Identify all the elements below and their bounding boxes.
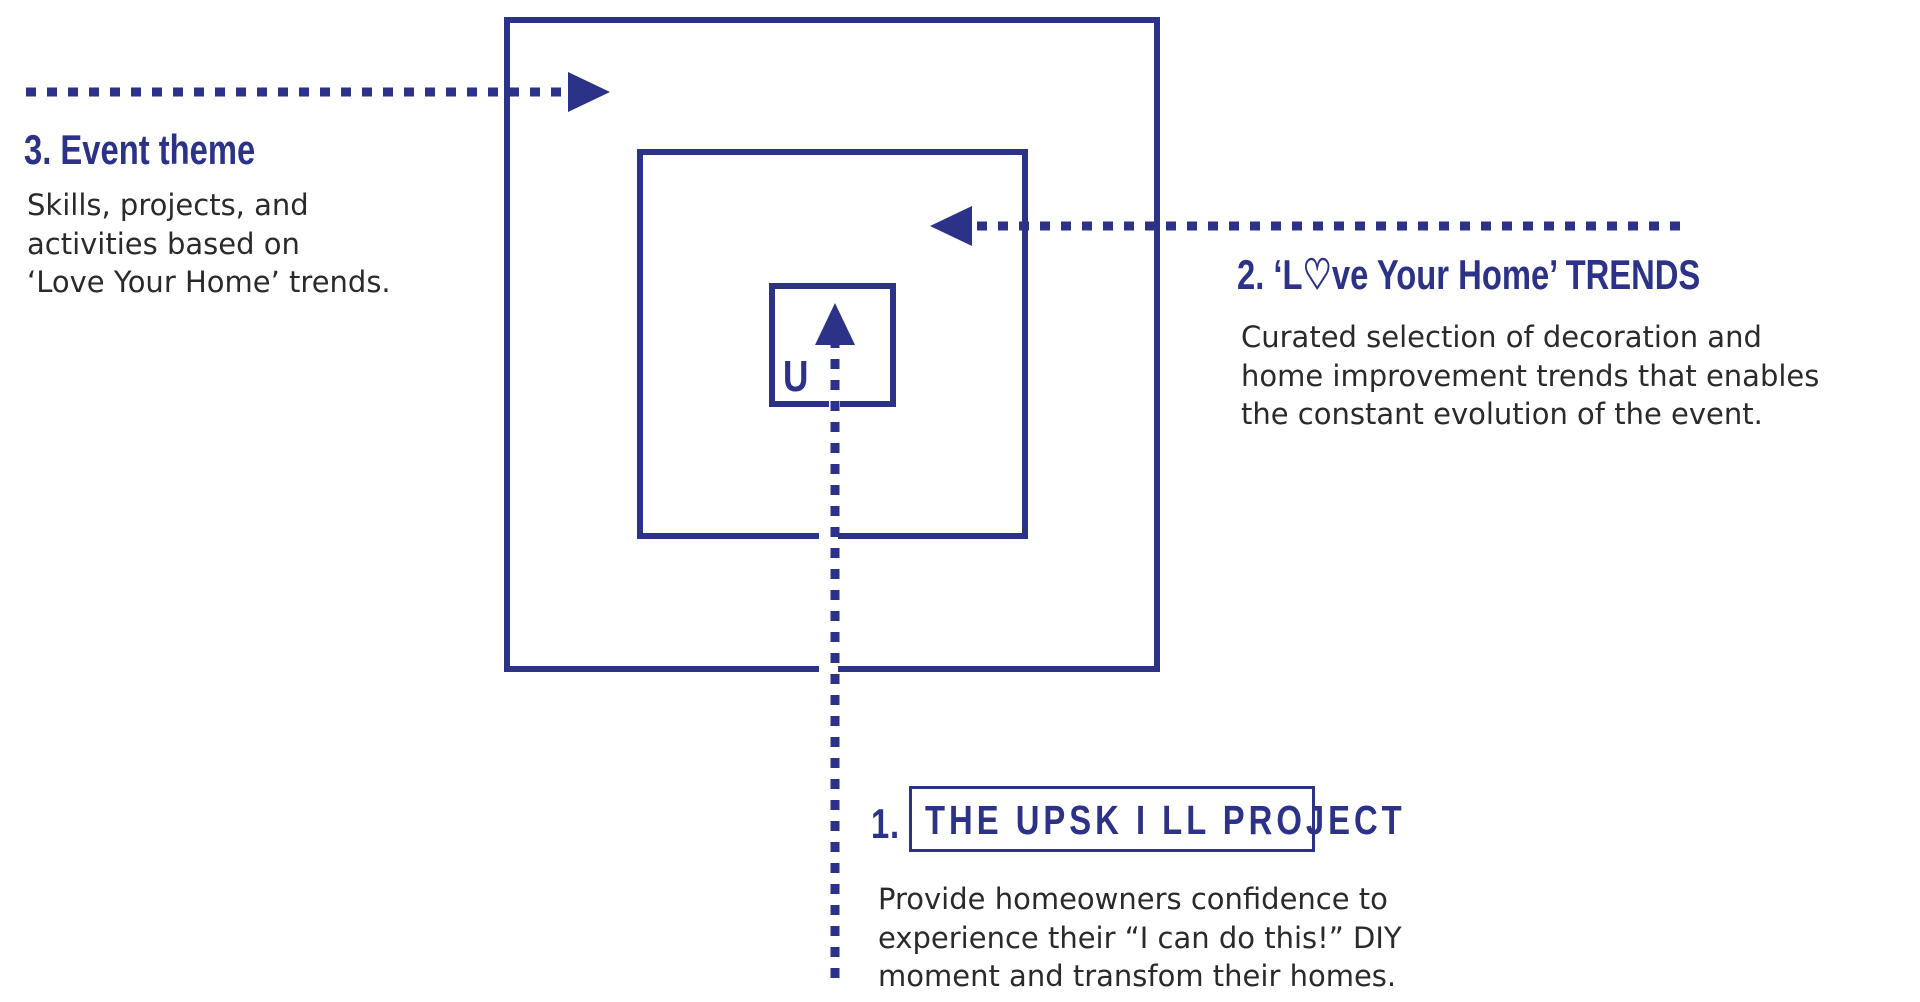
event-theme-description: Skills, projects, and activities based o…	[27, 186, 391, 302]
description-line: Curated selection of decoration and	[1241, 320, 1762, 354]
upskill-description: Provide homeowners confidence to experie…	[878, 880, 1402, 996]
center-letter: U	[783, 352, 809, 401]
trends-heading-suffix: ve Your Home’ TRENDS	[1331, 251, 1701, 298]
theme-arrow-head-icon	[568, 72, 610, 112]
inner-square	[769, 283, 896, 407]
event-theme-heading: 3. Event theme	[24, 126, 256, 173]
upskill-number: 1.	[871, 800, 900, 847]
trends-heading-prefix: 2. ‘L	[1237, 251, 1303, 298]
description-line: Skills, projects, and	[27, 188, 309, 222]
outer-square	[504, 17, 1160, 672]
description-line: Provide homeowners confidence to	[878, 882, 1388, 916]
description-line: experience their “I can do this!” DIY	[878, 920, 1402, 955]
middle-square	[637, 149, 1028, 539]
description-line: ‘Love Your Home’ trends.	[27, 265, 391, 299]
description-line: activities based on	[27, 226, 300, 261]
description-line: moment and transfom their homes.	[878, 959, 1397, 993]
description-line: home improvement trends that enables	[1241, 358, 1820, 393]
upskill-project-logo: THE UPSK I LL PROJECT	[909, 786, 1402, 852]
upskill-logo-text: THE UPSK I LL PROJECT	[925, 797, 1406, 843]
trends-description: Curated selection of decoration and home…	[1241, 318, 1819, 434]
upskill-arrow-head-icon	[815, 303, 855, 345]
trends-arrow-head-icon	[930, 206, 972, 246]
trends-heading: 2. ‘L♡ve Your Home’ TRENDS	[1237, 250, 1700, 299]
heart-icon: ♡	[1302, 251, 1332, 298]
description-line: the constant evolution of the event.	[1241, 397, 1763, 431]
